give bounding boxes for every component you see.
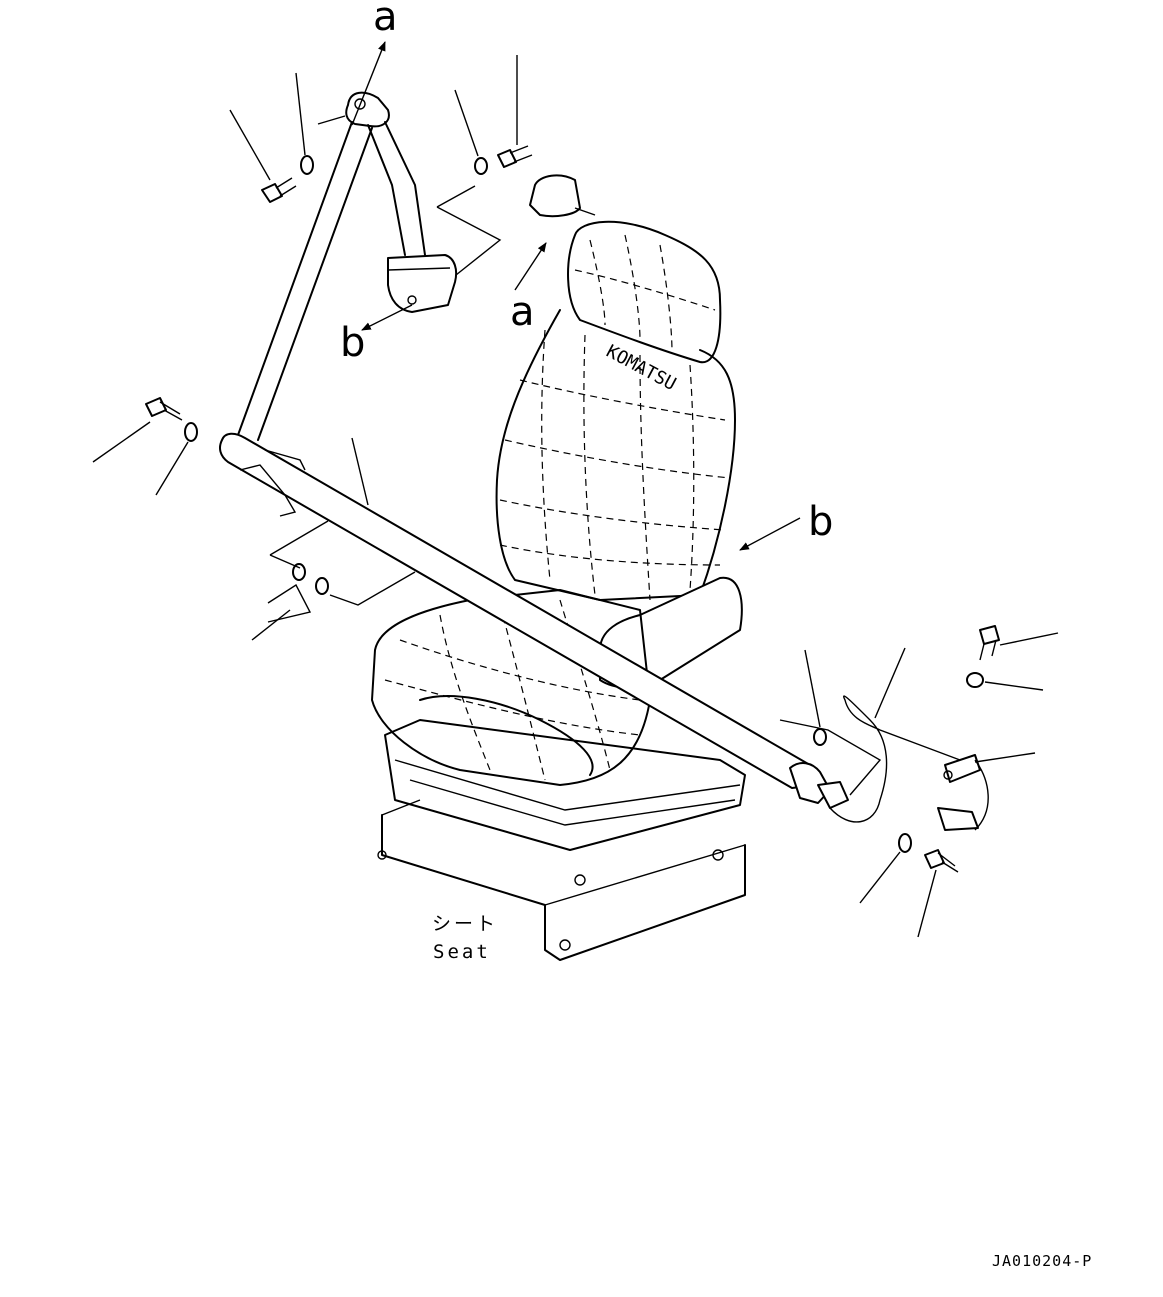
buckle-switch-harness bbox=[829, 695, 961, 823]
caption-english: Seat bbox=[433, 941, 491, 963]
harness-connector bbox=[937, 807, 979, 831]
callout-b-retractor: b bbox=[340, 320, 365, 366]
headrest-bracket bbox=[529, 174, 581, 218]
washer-icon bbox=[813, 728, 827, 746]
washer-icon bbox=[315, 577, 329, 595]
washer-icon bbox=[966, 672, 984, 688]
belt-retractor bbox=[387, 254, 458, 313]
seat: KOMATSU bbox=[371, 220, 746, 961]
belt-buckle bbox=[789, 762, 831, 804]
callout-a-headrest: a bbox=[510, 289, 535, 335]
headrest-outline bbox=[567, 220, 722, 364]
washer-icon bbox=[184, 422, 198, 442]
washer-icon bbox=[474, 157, 488, 175]
drawing-code: JA010204-P bbox=[992, 1252, 1092, 1270]
seat-brand-mark: KOMATSU bbox=[603, 341, 680, 395]
washer-icon bbox=[898, 833, 912, 853]
seat-suspension bbox=[384, 719, 746, 851]
switch-bracket bbox=[944, 754, 981, 783]
leader-lines bbox=[92, 41, 1059, 938]
bolt-icon bbox=[145, 397, 183, 421]
bolt-icon bbox=[979, 625, 1000, 661]
bolt-icon bbox=[924, 849, 959, 873]
bolt-icon bbox=[497, 145, 533, 168]
seat-belt bbox=[219, 91, 989, 831]
washer-icon bbox=[292, 563, 306, 581]
caption-japanese: シート bbox=[432, 913, 498, 935]
callout-b-seat: b bbox=[808, 499, 833, 545]
callout-a-top: a bbox=[373, 0, 398, 40]
bolt-icon bbox=[261, 177, 297, 203]
washer-icon bbox=[300, 155, 314, 175]
fasteners bbox=[145, 145, 1000, 873]
seat-base bbox=[381, 814, 746, 961]
seat-cushion-outline bbox=[371, 589, 651, 786]
